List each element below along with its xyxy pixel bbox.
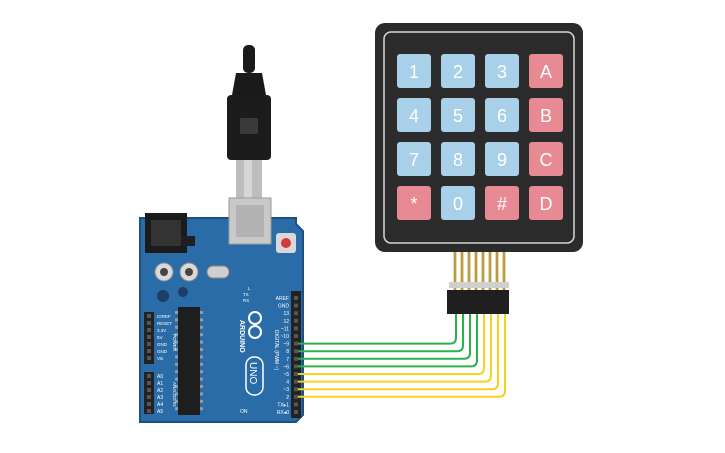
power-pin-label: 3.3V	[157, 328, 166, 333]
key-8[interactable]: 8	[441, 142, 475, 176]
wire-pin-5	[298, 314, 485, 375]
digital-pin-label: ~3	[283, 387, 289, 393]
digital-pin-label: ~6	[283, 364, 289, 370]
key-label: 7	[409, 150, 419, 170]
digital-header	[291, 291, 301, 418]
wire-bundle	[298, 314, 506, 398]
key-label: A	[540, 62, 552, 82]
key-A[interactable]: A	[529, 54, 563, 88]
key-label: 3	[497, 62, 507, 82]
key-label: 4	[409, 106, 419, 126]
key-label: 1	[409, 62, 419, 82]
analog-pin-label: A5	[157, 409, 163, 415]
digital-pin-label: ~10	[281, 334, 290, 340]
digital-pin-label: ~11	[281, 326, 289, 332]
digital-pin-label: GND	[278, 304, 290, 310]
digital-label: DIGITAL (PWM ~)	[273, 330, 279, 370]
digital-pin-label: 4	[286, 380, 289, 386]
microcontroller-chip	[178, 307, 200, 415]
ribbon-cable	[449, 252, 509, 292]
l-label: L	[248, 286, 251, 291]
key-2[interactable]: 2	[441, 54, 475, 88]
key-B[interactable]: B	[529, 98, 563, 132]
usb-cable	[227, 45, 271, 198]
analog-pin-label: A2	[157, 388, 163, 394]
board-brand-label: ARDUINO	[238, 320, 245, 353]
analog-pin-label: A1	[157, 381, 163, 387]
power-pin-label: GND	[157, 349, 168, 354]
digital-pin-label: 2	[286, 395, 289, 401]
power-pin-label: RESET	[157, 321, 172, 326]
digital-pin-label: 8	[286, 349, 289, 355]
analog-label: ANALOG IN	[172, 382, 177, 407]
analog-pin-label: A3	[157, 395, 163, 401]
key-7[interactable]: 7	[397, 142, 431, 176]
power-pin-label: GND	[157, 342, 168, 347]
wire-pin-9	[298, 314, 457, 345]
tx-label: TX	[243, 292, 249, 297]
digital-pin-label: AREF	[276, 296, 289, 302]
key-4[interactable]: 4	[397, 98, 431, 132]
key-5[interactable]: 5	[441, 98, 475, 132]
key-9[interactable]: 9	[485, 142, 519, 176]
wire-pin-2	[298, 314, 506, 398]
key-D[interactable]: D	[529, 186, 563, 220]
keypad-connector	[447, 290, 509, 314]
wire-pin-3	[298, 314, 499, 391]
key-label: D	[540, 194, 553, 214]
key-#[interactable]: #	[485, 186, 519, 220]
digital-pin-label: 13	[283, 311, 289, 317]
key-1[interactable]: 1	[397, 54, 431, 88]
wire-pin-4	[298, 314, 492, 383]
digital-pin-label: TX▸1	[277, 402, 289, 408]
key-6[interactable]: 6	[485, 98, 519, 132]
power-pin-label: IOREF	[157, 314, 171, 319]
key-label: B	[540, 106, 552, 126]
wire-pin-6	[298, 314, 478, 368]
key-label: 5	[453, 106, 463, 126]
key-label: 2	[453, 62, 463, 82]
arduino-board: ARDUINO UNO DIGITAL (PWM ~) POWER ANALOG…	[139, 197, 304, 423]
board-model-label: UNO	[247, 362, 258, 384]
key-label: #	[497, 194, 507, 214]
wire-pin-7	[298, 314, 471, 360]
power-pin-label: Vin	[157, 356, 164, 361]
crystal	[206, 265, 230, 279]
keypad: 1 2 3 A 4 5 6 B 7 8 9 C * 0 # D	[375, 23, 583, 314]
digital-pin-label: ~9	[283, 342, 289, 348]
digital-pin-label: ~5	[283, 372, 289, 378]
key-label: 8	[453, 150, 463, 170]
power-label: POWER	[172, 334, 177, 352]
wire-pin-8	[298, 314, 464, 353]
rx-label: RX	[243, 298, 249, 303]
arduino-logo	[248, 311, 262, 339]
key-label: 9	[497, 150, 507, 170]
on-label: ON	[240, 409, 248, 415]
analog-header	[144, 372, 154, 414]
key-label: 0	[453, 194, 463, 214]
digital-pin-label: RX◂0	[277, 410, 289, 416]
digital-pin-label: 12	[283, 319, 289, 325]
analog-pin-label: A0	[157, 374, 163, 380]
key-*[interactable]: *	[397, 186, 431, 220]
key-label: C	[540, 150, 553, 170]
key-3[interactable]: 3	[485, 54, 519, 88]
key-label: 6	[497, 106, 507, 126]
digital-pin-label: 7	[286, 357, 289, 363]
analog-pin-label: A4	[157, 402, 163, 408]
key-label: *	[410, 194, 417, 214]
key-C[interactable]: C	[529, 142, 563, 176]
key-0[interactable]: 0	[441, 186, 475, 220]
power-pin-label: 5V	[157, 335, 163, 340]
